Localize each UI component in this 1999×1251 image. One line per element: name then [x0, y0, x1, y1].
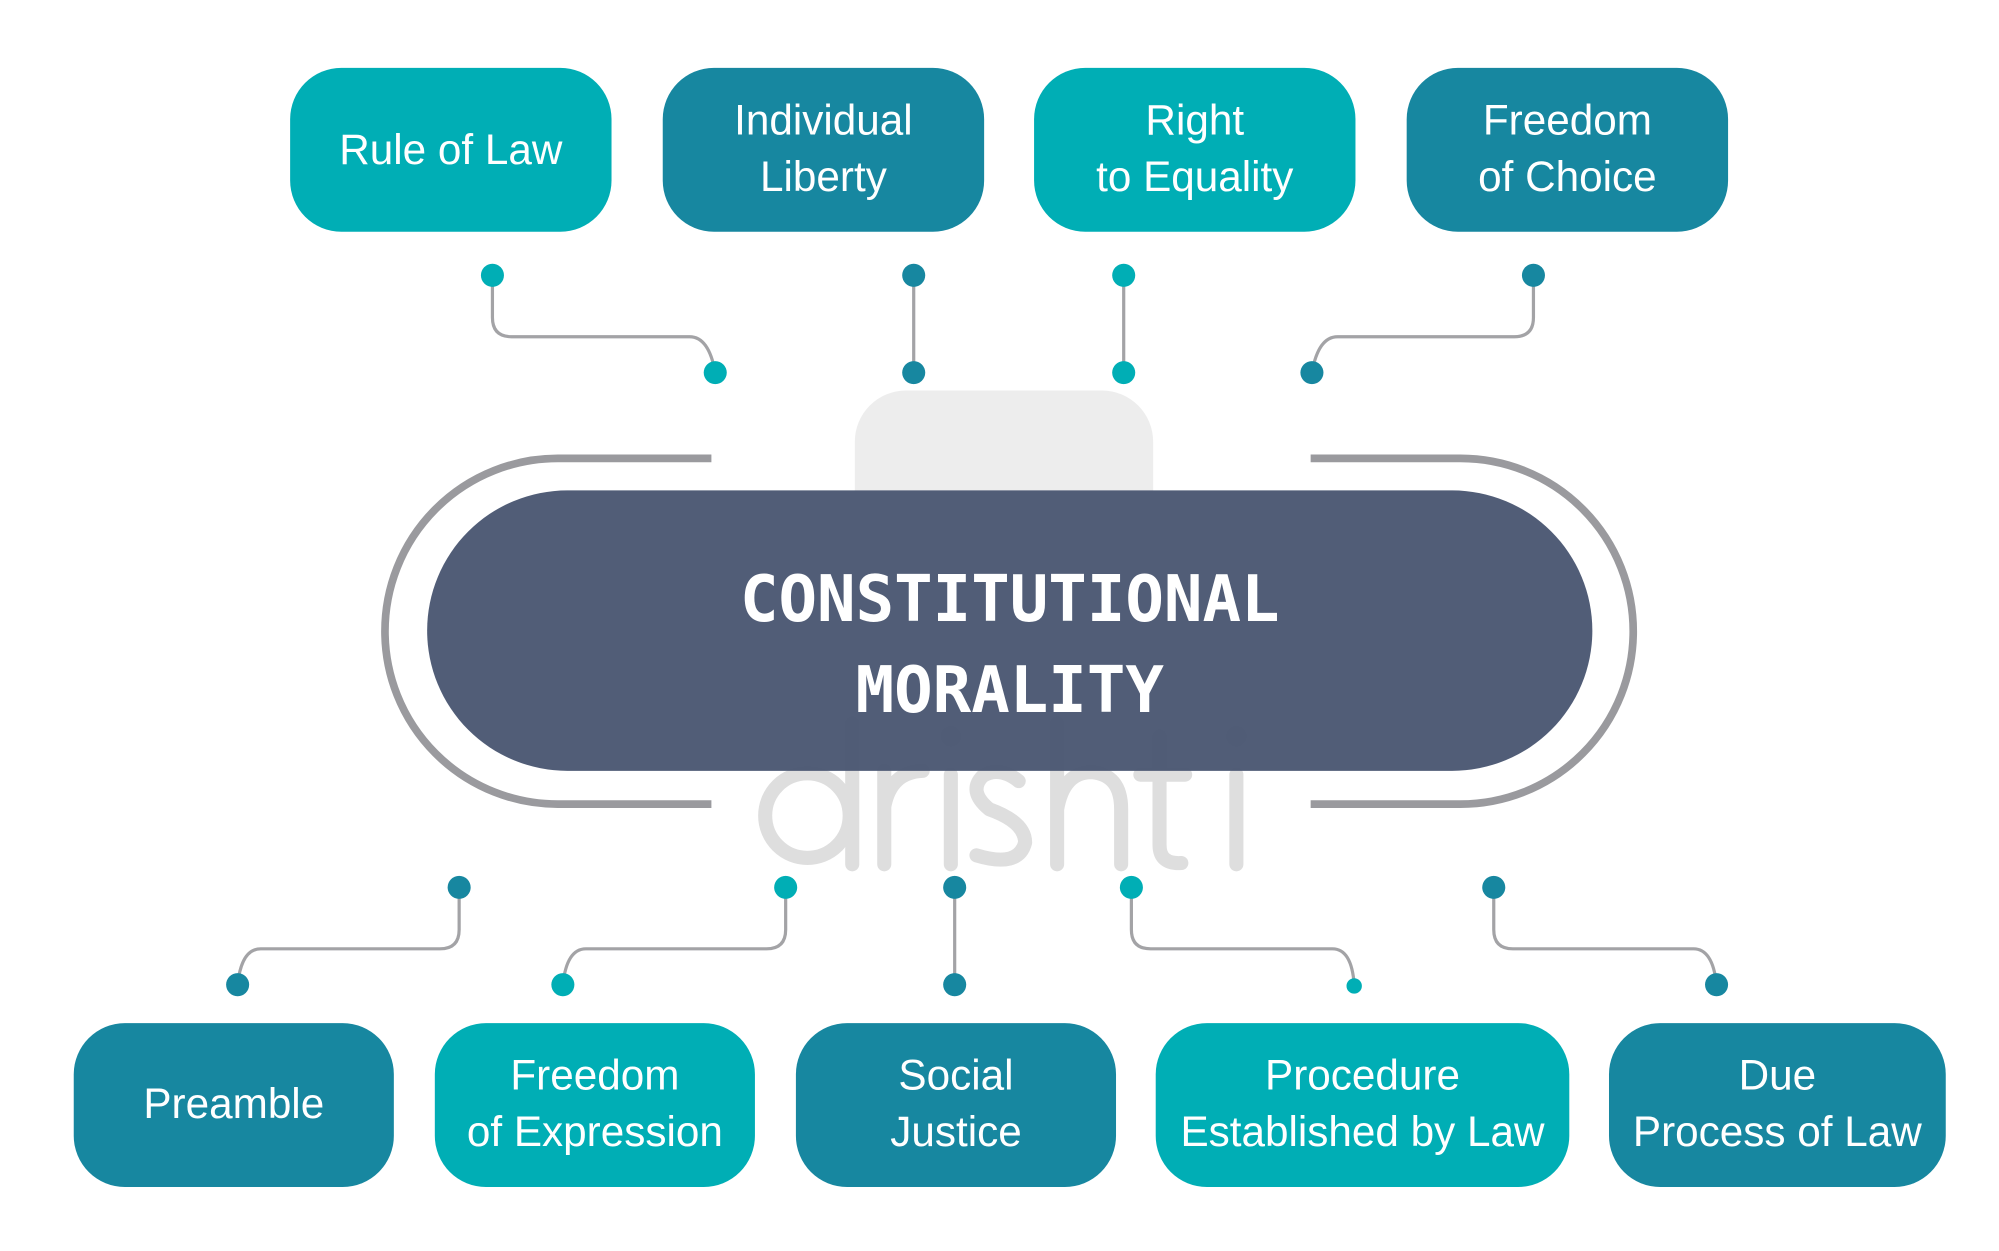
- node-label: Justice: [890, 1108, 1022, 1155]
- right-bracket: [1310, 454, 1638, 808]
- node-label: Procedure: [1265, 1052, 1460, 1099]
- node-procedure-established-by-law: Procedure Established by Law: [1155, 1023, 1570, 1187]
- node-right-to-equality: Right to Equality: [1034, 67, 1356, 232]
- node-individual-liberty: Individual Liberty: [662, 67, 985, 232]
- connectors: [226, 263, 1729, 997]
- node-label: to Equality: [1096, 153, 1294, 200]
- node-freedom-of-choice: Freedom of Choice: [1406, 67, 1729, 232]
- node-label: Process of Law: [1633, 1108, 1922, 1155]
- node-label: Preamble: [143, 1080, 324, 1127]
- node-due-process-of-law: Due Process of Law: [1608, 1023, 1946, 1187]
- left-bracket: [381, 454, 712, 808]
- node-freedom-of-expression: Freedom of Expression: [434, 1023, 755, 1187]
- node-label: Established by Law: [1180, 1108, 1545, 1155]
- connector-dot: [1346, 978, 1362, 994]
- node-label: of Expression: [467, 1108, 723, 1155]
- node-label: Freedom: [510, 1052, 679, 1099]
- node-label: Freedom: [1483, 96, 1652, 143]
- node-social-justice: Social Justice: [795, 1023, 1117, 1187]
- node-label: Due: [1739, 1052, 1817, 1099]
- connector-dot: [902, 361, 926, 385]
- connector-dot: [1482, 875, 1506, 899]
- node-label: Liberty: [760, 153, 888, 200]
- connector-dot: [1119, 875, 1143, 899]
- connector-dot: [447, 875, 471, 899]
- connector-dot: [551, 973, 575, 997]
- center-node: CONSTITUTIONAL MORALITY: [427, 490, 1593, 771]
- connector-dot: [1705, 973, 1729, 997]
- connector-dot: [943, 973, 967, 997]
- node-preamble: Preamble: [73, 1023, 394, 1187]
- connector-dot: [1112, 361, 1136, 385]
- connector-dot: [943, 875, 967, 899]
- node-label: Rule of Law: [339, 126, 563, 173]
- connector-dot: [774, 875, 798, 899]
- node-rule-of-law: Rule of Law: [290, 67, 612, 232]
- watermark-lettering: [758, 716, 1247, 872]
- center-title-line2: MORALITY: [856, 654, 1165, 728]
- connector-dot: [1112, 263, 1136, 287]
- connector-dot: [902, 263, 926, 287]
- node-label: Individual: [734, 96, 913, 143]
- node-label: of Choice: [1478, 153, 1657, 200]
- connector-dot: [703, 361, 727, 385]
- connector-dot: [1521, 263, 1545, 287]
- node-label: Right: [1145, 96, 1244, 143]
- connector-dot: [480, 263, 504, 287]
- connector-dot: [226, 973, 250, 997]
- node-label: Social: [898, 1052, 1013, 1099]
- center-title-line1: CONSTITUTIONAL: [740, 563, 1280, 637]
- connector-dot: [1300, 361, 1324, 385]
